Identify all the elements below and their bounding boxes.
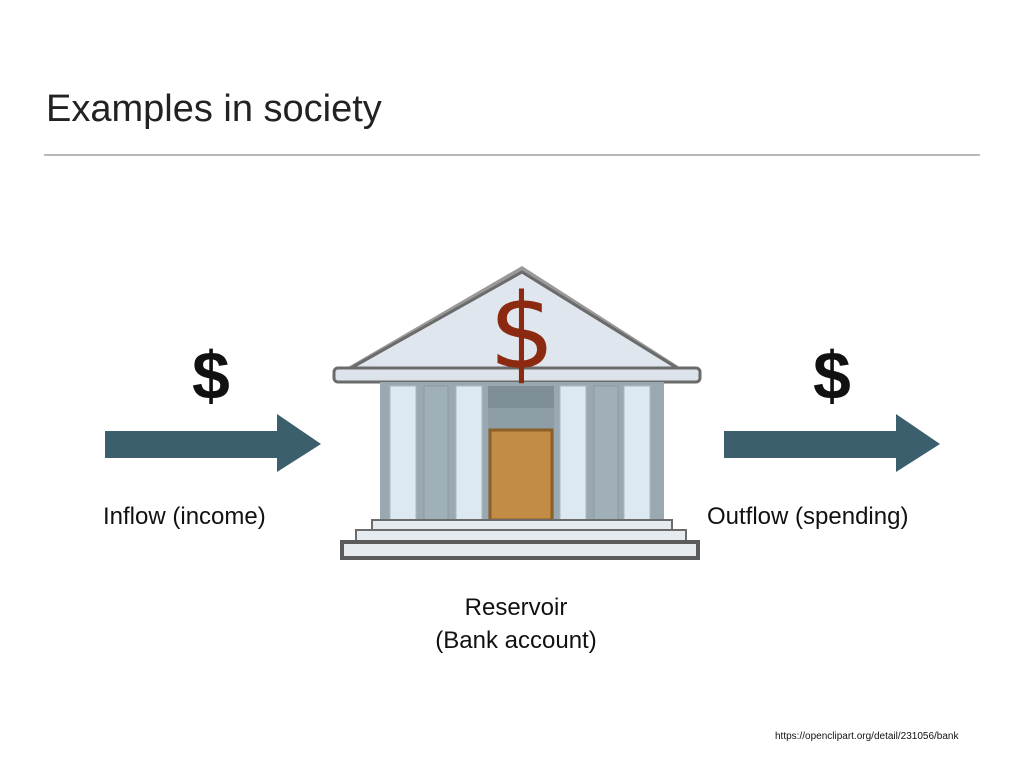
bank-dollar-sign: $ xyxy=(489,271,555,393)
inflow-label: Inflow (income) xyxy=(103,503,266,530)
outflow-arrow xyxy=(724,414,940,472)
bank-building-icon: $ xyxy=(332,266,702,560)
outflow-dollar-symbol: $ xyxy=(813,338,851,414)
inflow-arrow xyxy=(105,414,321,472)
bank-door xyxy=(488,428,554,522)
inflow-dollar-symbol: $ xyxy=(192,338,230,414)
reservoir-label: Reservoir (Bank account) xyxy=(396,591,636,657)
outflow-label: Outflow (spending) xyxy=(707,503,909,530)
bank-columns xyxy=(389,385,651,523)
title-divider xyxy=(44,154,980,156)
reservoir-label-line1: Reservoir xyxy=(464,594,568,621)
image-source-link[interactable]: https://openclipart.org/detail/231056/ba… xyxy=(775,731,959,742)
slide-title: Examples in society xyxy=(46,88,382,130)
reservoir-label-line2: (Bank account) xyxy=(435,627,597,654)
